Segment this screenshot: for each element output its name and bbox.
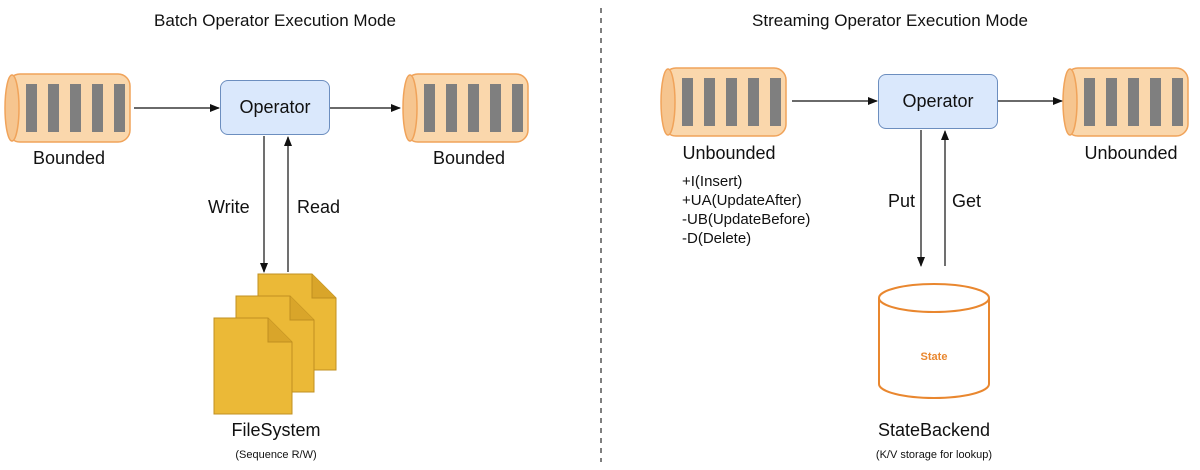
filesystem-note: (Sequence R/W) bbox=[235, 449, 317, 461]
statebackend-note: (K/V storage for lookup) bbox=[875, 449, 993, 461]
streaming-input-label: Unbounded bbox=[682, 143, 776, 163]
batch-operator-label: Operator bbox=[239, 97, 311, 117]
get-label: Get bbox=[952, 191, 982, 211]
file-stack-icon bbox=[213, 317, 293, 415]
streaming-operator-label: Operator bbox=[902, 91, 974, 111]
batch-output-label: Bounded bbox=[432, 148, 506, 168]
batch-input-queue-icon bbox=[4, 73, 131, 143]
streaming-output-queue-icon bbox=[1062, 67, 1189, 137]
change-types-list: +I(Insert) +UA(UpdateAfter) -UB(UpdateBe… bbox=[682, 172, 810, 248]
batch-output-queue-icon bbox=[402, 73, 529, 143]
statebackend-label: StateBackend bbox=[877, 420, 991, 440]
streaming-input-queue-icon bbox=[660, 67, 787, 137]
batch-input-label: Bounded bbox=[32, 148, 106, 168]
batch-title: Batch Operator Execution Mode bbox=[154, 11, 396, 30]
change-type-update-before: -UB(UpdateBefore) bbox=[682, 211, 811, 228]
batch-operator-box: Operator bbox=[220, 80, 330, 135]
change-type-update-after: +UA(UpdateAfter) bbox=[682, 192, 802, 209]
streaming-operator-box: Operator bbox=[878, 74, 998, 129]
batch-write-label: Write bbox=[208, 197, 250, 217]
filesystem-label: FileSystem bbox=[231, 420, 321, 440]
database-cylinder-icon: State bbox=[878, 283, 990, 399]
change-type-delete: -D(Delete) bbox=[682, 230, 752, 247]
change-type-insert: +I(Insert) bbox=[682, 173, 743, 190]
put-label: Put bbox=[888, 191, 916, 211]
state-label: State bbox=[921, 351, 948, 363]
streaming-title: Streaming Operator Execution Mode bbox=[752, 11, 1028, 30]
batch-read-label: Read bbox=[297, 197, 341, 217]
streaming-output-label: Unbounded bbox=[1084, 143, 1178, 163]
